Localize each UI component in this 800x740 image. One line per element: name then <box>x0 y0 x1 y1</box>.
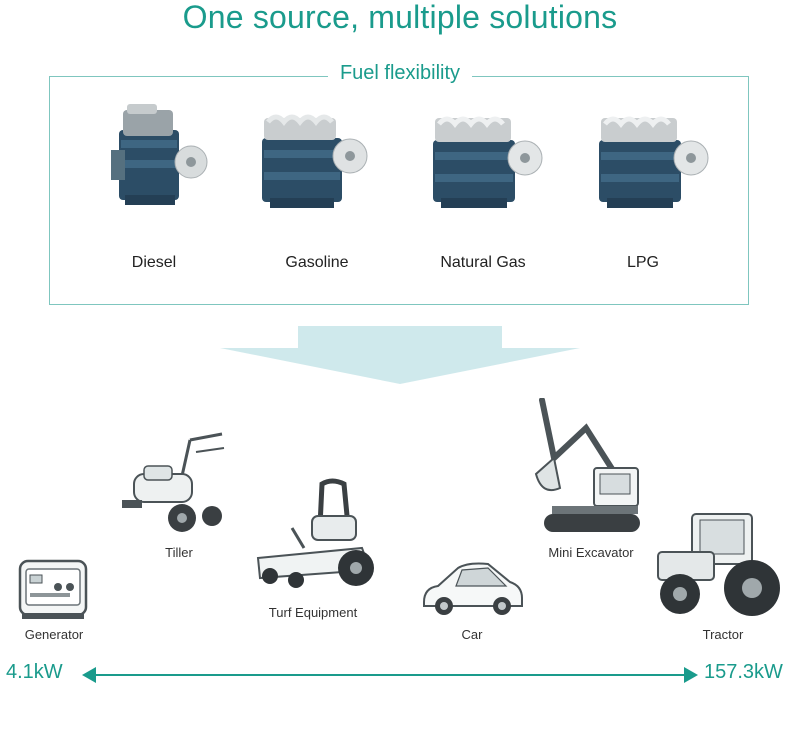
generator-icon <box>18 559 88 619</box>
application-label-generator: Generator <box>24 627 84 642</box>
car-icon <box>423 562 523 615</box>
tractor-icon <box>657 513 780 616</box>
application-label-mini-excavator: Mini Excavator <box>548 545 634 560</box>
gasoline-engine-icon <box>239 100 379 220</box>
turf-mower-icon <box>256 478 374 588</box>
power-range-arrow <box>82 667 698 683</box>
application-label-turf-equipment: Turf Equipment <box>268 605 358 620</box>
range-min-label: 4.1kW <box>6 661 63 683</box>
fuel-label-lpg: LPG <box>626 254 659 271</box>
down-arrow-icon <box>220 326 580 384</box>
excavator-icon <box>534 398 640 532</box>
tiller-icon <box>122 432 225 532</box>
diesel-engine-icon <box>86 100 226 220</box>
application-label-tractor: Tractor <box>702 627 744 642</box>
application-label-tiller: Tiller <box>165 545 193 560</box>
fuel-label-diesel: Diesel <box>131 254 177 271</box>
range-max-label: 157.3kW <box>704 661 783 683</box>
lpg-engine-icon <box>578 100 718 220</box>
application-label-car: Car <box>461 627 483 642</box>
fuel-label-gasoline: Gasoline <box>285 254 349 271</box>
page-title: One source, multiple solutions <box>182 0 618 35</box>
fuel-label-natural-gas: Natural Gas <box>440 254 526 271</box>
natural-gas-engine-icon <box>412 100 552 220</box>
fuel-flexibility-heading: Fuel flexibility <box>0 62 800 85</box>
